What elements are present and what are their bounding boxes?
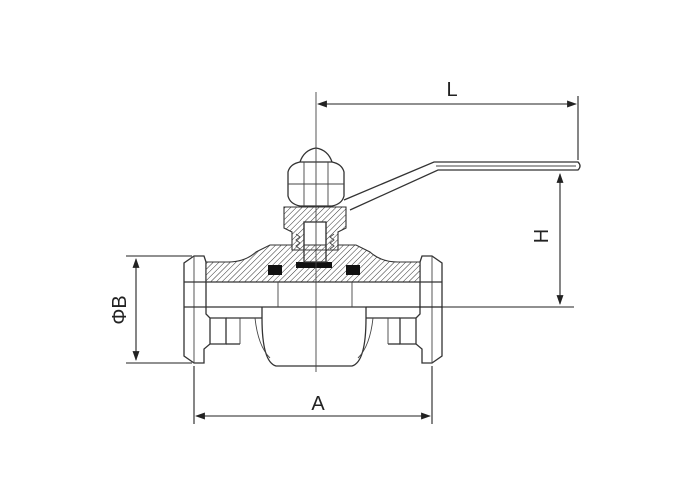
handle-arm bbox=[343, 161, 581, 211]
stem-seal bbox=[296, 262, 332, 268]
lower-body bbox=[210, 317, 227, 345]
dimension-L: L bbox=[317, 79, 579, 160]
right-ferrule bbox=[415, 255, 443, 364]
valve-body bbox=[183, 244, 443, 367]
left-ferrule bbox=[183, 255, 211, 364]
dimension-B: ΦB bbox=[109, 255, 192, 364]
stem-assembly bbox=[283, 147, 347, 263]
label-A: A bbox=[311, 393, 325, 415]
dimension-H: H bbox=[366, 173, 574, 308]
label-B: ΦB bbox=[109, 295, 131, 324]
gland-section bbox=[283, 206, 347, 251]
left-seat-seal bbox=[268, 265, 282, 275]
label-H: H bbox=[531, 229, 553, 243]
label-L: L bbox=[446, 79, 457, 101]
lever-handle bbox=[343, 161, 581, 211]
dimension-A: A bbox=[193, 366, 433, 424]
stem bbox=[303, 221, 327, 263]
right-seat-seal bbox=[346, 265, 360, 275]
stem-nut bbox=[287, 161, 345, 207]
